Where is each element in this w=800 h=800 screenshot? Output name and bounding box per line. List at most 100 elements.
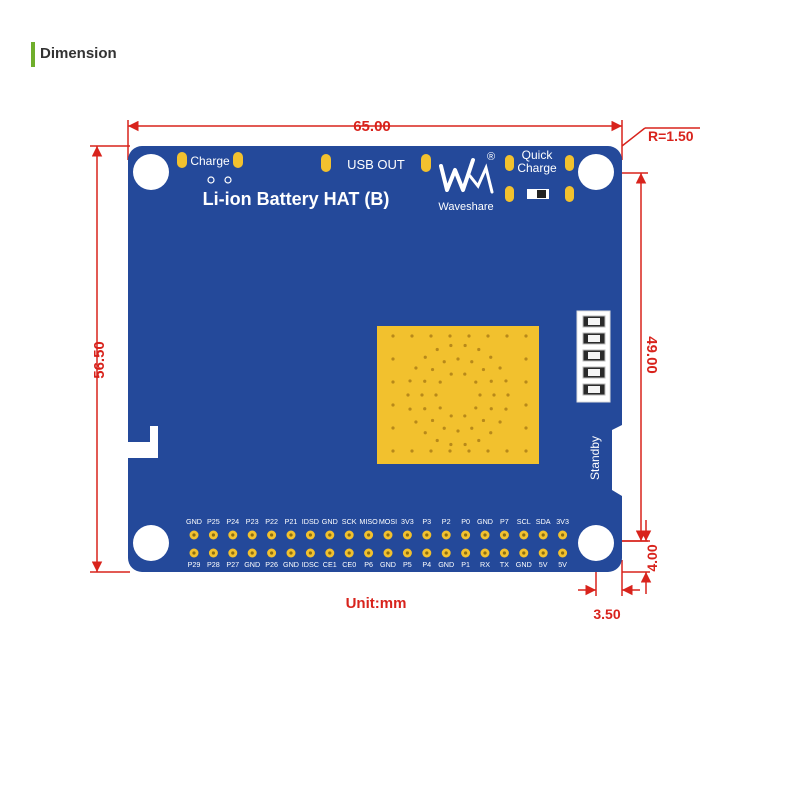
charge-via-right (224, 176, 232, 184)
pin-bottom-hole-19 (541, 551, 545, 555)
pin-label-top-9: SCK (342, 517, 357, 526)
board-notch (612, 425, 622, 496)
holespan-label: 49.00 (643, 336, 660, 374)
led-lens-1 (588, 318, 600, 325)
pad-via-56 (463, 442, 467, 447)
section-title: Dimension (40, 45, 117, 62)
led-lens-4 (588, 369, 600, 376)
pad-via-12 (448, 449, 452, 453)
led-lens-5 (588, 386, 600, 393)
led-indicators (582, 315, 606, 396)
pad-via-47 (456, 357, 460, 361)
pad-via-31 (438, 380, 442, 384)
board-cutout (128, 426, 158, 458)
pin-label-top-14: P2 (442, 517, 451, 526)
mounting-hole-bottom-left (133, 525, 169, 561)
mounting-hole-bottom-right (578, 525, 614, 561)
pad-via-66 (435, 347, 439, 352)
pin-bottom-hole-7 (308, 551, 312, 555)
charge-pad-right (233, 152, 243, 168)
pin-top-hole-13 (425, 533, 429, 537)
unit-label: Unit:mm (346, 595, 407, 612)
pad-via-3 (391, 380, 395, 384)
quick-pad-bl (505, 186, 514, 202)
board-name: Li-ion Battery HAT (B) (203, 189, 390, 209)
pin-label-top-18: SCL (517, 517, 531, 526)
pad-via-10 (429, 449, 433, 453)
pin-bottom-hole-17 (502, 551, 506, 555)
pin-bottom-hole-18 (522, 551, 526, 555)
pin-label-top-13: P3 (422, 517, 431, 526)
pin-label-top-3: P24 (226, 517, 239, 526)
pad-via-39 (456, 429, 460, 433)
pin-label-bottom-7: IDSC (302, 560, 319, 569)
pad-via-60 (414, 420, 418, 424)
pin-top-hole-11 (386, 533, 390, 537)
pin-label-top-11: MOSI (379, 517, 397, 526)
pad-via-15 (486, 334, 490, 338)
offset-y-label: 4.00 (644, 544, 660, 571)
pin-label-bottom-9: CE0 (342, 560, 356, 569)
pad-via-51 (506, 393, 510, 397)
pin-bottom-hole-9 (347, 551, 351, 555)
pad-via-28 (449, 414, 453, 418)
pad-via-67 (449, 343, 453, 348)
pin-bottom-hole-3 (231, 551, 235, 555)
pin-top-hole-17 (502, 533, 506, 537)
pin-bottom-hole-5 (270, 551, 274, 555)
pad-via-11 (448, 334, 452, 338)
standby-label: Standby (588, 436, 602, 480)
charge-label: Charge (190, 154, 230, 168)
pad-via-40 (442, 426, 446, 430)
dimension-labels: 65.00 R=1.50 56.50 49.00 4.00 3.50 Unit:… (91, 118, 694, 622)
radius-leader (621, 127, 646, 147)
pin-bottom-hole-8 (328, 551, 332, 555)
quick-pad-tr (565, 155, 574, 171)
led-lens-3 (588, 352, 600, 359)
pad-via-62 (406, 393, 410, 397)
pad-via-65 (423, 355, 427, 359)
width-label: 65.00 (353, 118, 391, 135)
pin-label-top-8: GND (322, 517, 338, 526)
pin-label-top-6: P21 (285, 517, 298, 526)
pin-label-bottom-14: GND (438, 560, 454, 569)
pin-top-hole-8 (328, 533, 332, 537)
pad-via-2 (391, 357, 395, 361)
quick-charge-label: Charge (517, 161, 557, 175)
mounting-hole-top-left (133, 154, 169, 190)
pad-via-21 (524, 380, 528, 384)
pin-label-bottom-12: P5 (403, 560, 412, 569)
pin-bottom-hole-15 (464, 551, 468, 555)
pad-via-17 (505, 334, 509, 338)
pin-label-bottom-18: GND (516, 560, 532, 569)
pin-top-hole-6 (289, 533, 293, 537)
pad-via-24 (524, 449, 528, 453)
pad-via-70 (489, 355, 493, 359)
pad-via-37 (481, 418, 486, 423)
pin-top-hole-20 (561, 533, 565, 537)
pad-via-50 (489, 379, 493, 383)
pad-via-44 (423, 379, 427, 383)
pin-label-bottom-15: P1 (461, 560, 470, 569)
pad-via-26 (474, 406, 478, 410)
pad-via-5 (391, 426, 395, 430)
pin-top-hole-3 (231, 533, 235, 537)
pad-via-41 (430, 418, 435, 423)
pin-top-hole-4 (250, 533, 254, 537)
pin-bottom-hole-6 (289, 551, 293, 555)
pin-label-top-16: GND (477, 517, 493, 526)
height-label: 56.50 (91, 341, 108, 379)
pad-via-9 (429, 334, 433, 338)
pin-label-top-15: P0 (461, 517, 470, 526)
usb-out-label: USB OUT (347, 157, 405, 172)
pad-via-46 (442, 360, 446, 364)
pin-label-bottom-5: P26 (265, 560, 278, 569)
pad-via-58 (435, 438, 439, 443)
gpio-header: GNDP29P25P28P24P27P23GNDP22P26P21GNDIDSD… (186, 517, 569, 569)
quick-charge-led-body (537, 190, 546, 198)
pad-via-18 (505, 449, 509, 453)
pad-via-20 (524, 357, 528, 361)
pin-bottom-hole-1 (192, 551, 196, 555)
pin-label-top-5: P22 (265, 517, 278, 526)
usb-pad-right (421, 154, 431, 172)
